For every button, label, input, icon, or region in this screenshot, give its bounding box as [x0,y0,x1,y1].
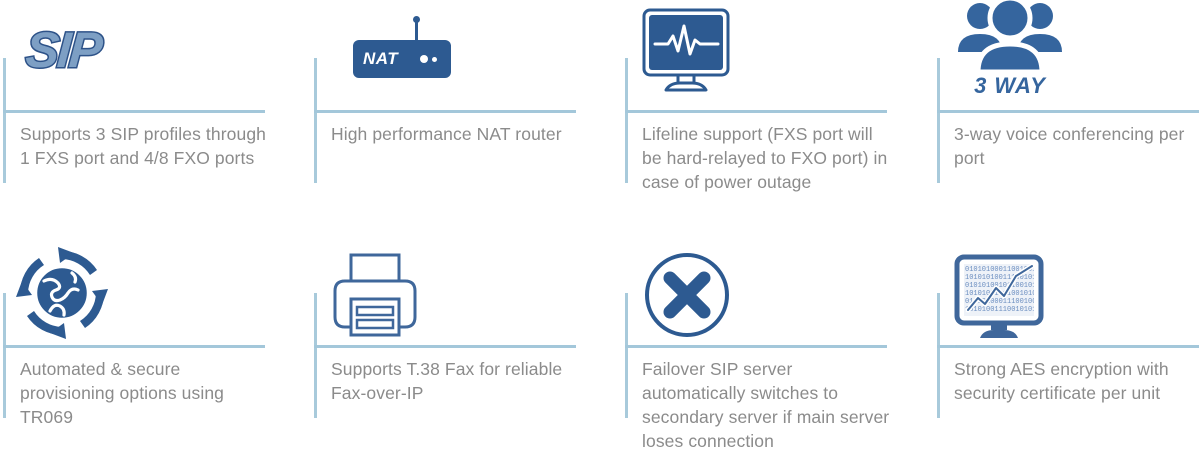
divider-vertical [625,293,628,418]
svg-text:3 WAY: 3 WAY [974,73,1047,96]
heartbeat-monitor-icon [640,0,820,100]
feature-card-nat-router: NAT High performance NAT router [311,0,622,234]
divider-horizontal [3,345,265,348]
feature-card-three-way-conferencing: 3 WAY 3-way voice conferencing per port [934,0,1200,234]
globe-refresh-icon [14,245,194,341]
printer-fax-icon [329,247,509,343]
feature-card-sip-profiles: SIP Supports 3 SIP profiles through 1 FX… [0,0,311,234]
svg-text:010101001011001010011: 010101001011001010011 [965,282,1048,290]
three-people-svg: 3 WAY [958,0,1062,96]
feature-card-t38-fax: Supports T.38 Fax for reliable Fax-over-… [311,235,622,469]
x-circle-icon [642,247,822,343]
feature-caption: Supports 3 SIP profiles through 1 FXS po… [20,124,266,168]
feature-caption: Strong AES encryption with security cert… [954,359,1169,403]
svg-text:010101000111001001010: 010101000111001001010 [965,298,1048,306]
sip-logo-text: SIP [23,21,105,80]
svg-text:101010100111001010101: 101010100111001010101 [965,274,1048,282]
feature-caption: Failover SIP server automatically switch… [642,359,890,451]
nat-antenna-icon [413,16,420,42]
globe-refresh-svg [16,247,108,339]
divider-horizontal [625,110,887,113]
feature-row-2: Automated & secure provisioning options … [0,235,1200,469]
feature-caption: Automated & secure provisioning options … [20,359,224,427]
feature-caption: 3-way voice conferencing per port [954,124,1185,168]
printer-fax-svg [333,253,417,337]
divider-vertical [314,293,317,418]
divider-vertical [3,293,6,418]
divider-vertical [3,58,6,183]
svg-text:101010011100101010010: 101010011100101010010 [965,306,1048,314]
divider-vertical [937,58,940,183]
feature-card-auto-provisioning: Automated & secure provisioning options … [0,235,311,469]
x-circle-svg [645,253,729,337]
divider-horizontal [937,345,1199,348]
divider-vertical [937,293,940,418]
sip-logo-icon: SIP [18,0,198,100]
three-people-icon: 3 WAY [954,0,1134,96]
nat-led-primary [420,55,428,63]
svg-text:010101000110010010100: 010101000110010010100 [965,266,1048,274]
divider-horizontal [625,345,887,348]
nat-led-group [420,55,437,63]
divider-horizontal [3,110,265,113]
feature-caption: High performance NAT router [331,124,562,144]
feature-card-lifeline-support: Lifeline support (FXS port will be hard-… [622,0,934,234]
feature-caption: Supports T.38 Fax for reliable Fax-over-… [331,359,563,403]
nat-label: NAT [363,49,399,68]
nat-router-icon: NAT [329,0,509,100]
divider-vertical [625,58,628,183]
binary-chart-monitor-icon: 010101000110010010100 101010100111001010… [954,251,1134,343]
divider-vertical [314,58,317,183]
feature-row-1: SIP Supports 3 SIP profiles through 1 FX… [0,0,1200,234]
nat-router-body: NAT [353,16,451,78]
nat-led-secondary [432,56,437,62]
feature-caption: Lifeline support (FXS port will be hard-… [642,124,888,192]
divider-horizontal [937,110,1199,113]
heartbeat-monitor-svg [642,8,730,92]
divider-horizontal [314,345,576,348]
divider-horizontal [314,110,576,113]
feature-card-failover-sip-server: Failover SIP server automatically switch… [622,235,934,469]
feature-card-aes-encryption: 010101000110010010100 101010100111001010… [934,235,1200,469]
binary-chart-monitor-svg: 010101000110010010100 101010100111001010… [954,254,1048,338]
